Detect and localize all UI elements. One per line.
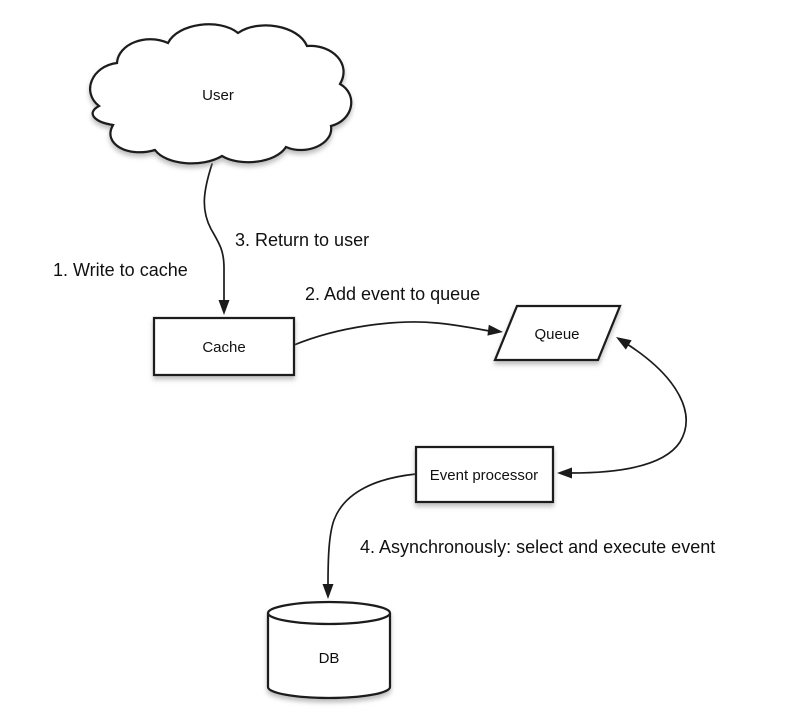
label-return-to-user: 3. Return to user	[235, 230, 369, 250]
node-db: DB	[266, 600, 392, 700]
db-cylinder-body	[266, 613, 392, 700]
edge-cache-to-queue	[293, 321, 490, 346]
arrowhead-into-queue-right	[616, 337, 632, 350]
cache-label: Cache	[202, 339, 245, 356]
user-label: User	[202, 87, 234, 104]
db-label: DB	[319, 650, 340, 667]
event-processor-box-shape	[414, 445, 555, 504]
label-write-to-cache: 1. Write to cache	[53, 260, 188, 280]
node-cache: Cache	[152, 316, 296, 377]
label-add-event-to-queue: 2. Add event to queue	[305, 284, 480, 304]
user-cloud-shape	[88, 23, 353, 165]
event-processor-label: Event processor	[430, 467, 538, 484]
queue-label: Queue	[534, 326, 579, 343]
edge-queue-eventprocessor-loop	[570, 343, 687, 474]
label-async-select-execute: 4. Asynchronously: select and execute ev…	[360, 537, 715, 557]
queue-parallelogram-shape	[493, 304, 622, 362]
edge-user-to-cache	[203, 163, 225, 303]
node-user: User	[88, 23, 353, 165]
arrowhead-into-event-processor	[557, 467, 572, 479]
arrowhead-into-db	[322, 584, 334, 599]
db-cylinder-top	[266, 600, 392, 626]
cache-box-shape	[152, 316, 296, 377]
arrowhead-into-cache	[218, 300, 230, 315]
node-event-processor: Event processor	[414, 445, 555, 504]
arrowhead-into-queue-left	[487, 324, 503, 336]
edge-eventprocessor-to-db	[327, 473, 417, 586]
node-queue: Queue	[493, 304, 622, 362]
